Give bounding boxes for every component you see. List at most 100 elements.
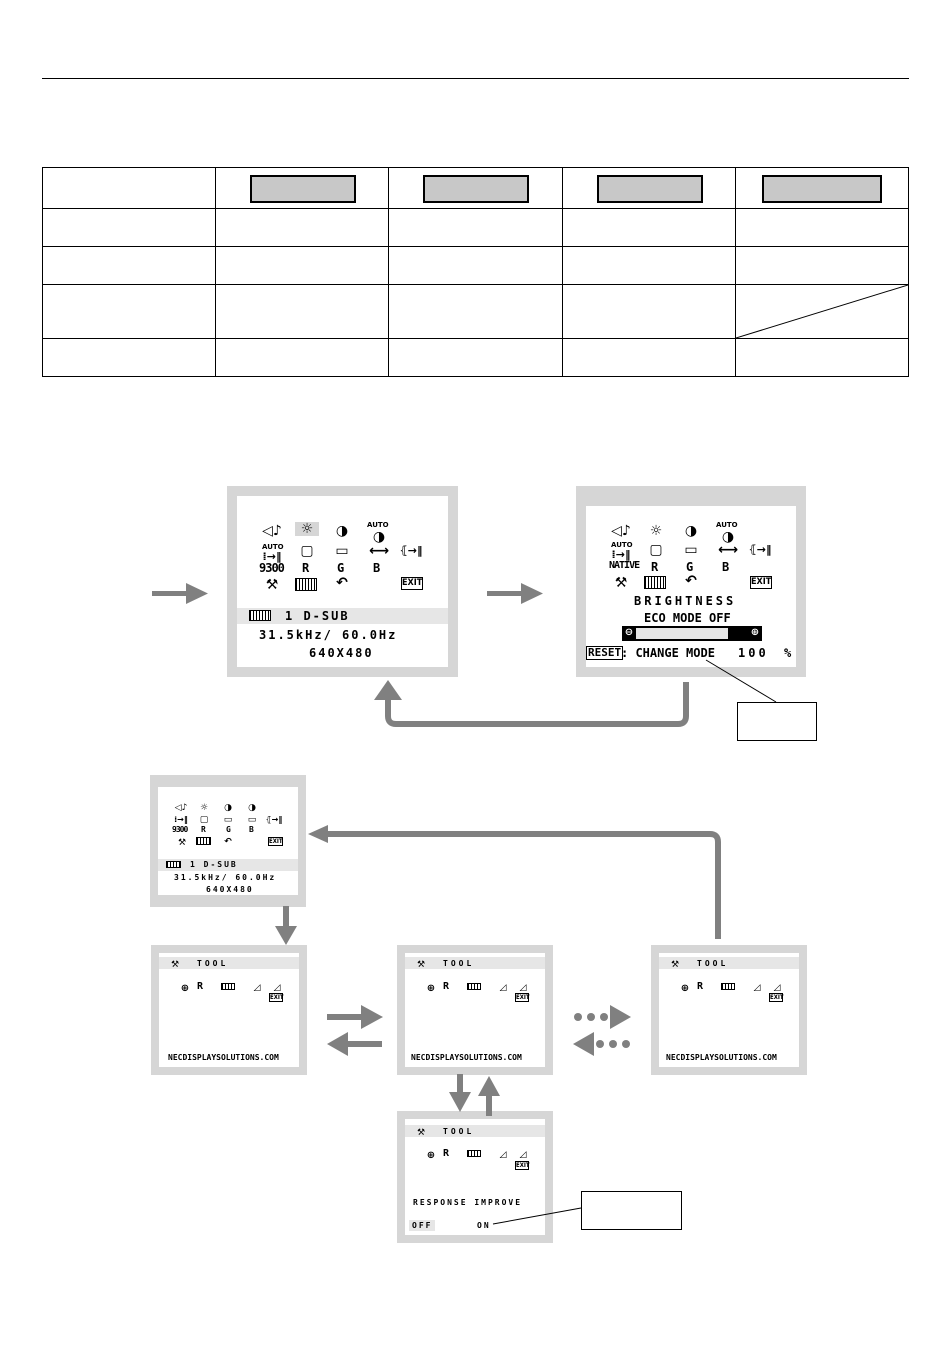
response-improve-label: RESPONSE IMPROVE	[413, 1198, 523, 1207]
reset-icon: ↶	[224, 837, 232, 847]
auto-adjust-icon: ⁞→‖	[174, 815, 188, 824]
arrow-right-head	[521, 583, 543, 604]
arrow-right	[152, 591, 188, 596]
frequency-label: 31.5kHz/ 60.0Hz	[174, 873, 277, 882]
zoom-icon: ⊕	[426, 1150, 436, 1161]
info2-icon: ◿	[519, 983, 527, 993]
resolution-label: 640X480	[309, 646, 374, 660]
auto-contrast-icon: ◑	[248, 803, 256, 813]
info-icon: ◿	[499, 983, 507, 993]
color-preset-label: NATIVE	[609, 560, 640, 571]
callout-box	[581, 1191, 682, 1230]
osd-button-image	[250, 175, 356, 203]
tool-title: TOOL	[443, 1127, 475, 1136]
blue-label: B	[373, 561, 381, 575]
brightness-title: BRIGHTNESS	[634, 594, 737, 608]
tool-icon: ⚒	[177, 838, 187, 848]
fine-icon: ⦃→‖	[399, 544, 423, 557]
input-icon	[249, 610, 271, 621]
blue-label: B	[249, 825, 254, 834]
tool-title-bar	[159, 957, 299, 969]
osd-tool-menu: ⚒ TOOL ⊕ R ◿ ◿ EXIT NECDISPLAYSOLUTIONS.…	[397, 945, 553, 1075]
change-mode-label: : CHANGE MODE	[621, 646, 715, 660]
tool-footer: NECDISPLAYSOLUTIONS.COM	[666, 1053, 777, 1062]
table-cell	[388, 167, 563, 209]
arrow-right	[327, 1014, 363, 1020]
osd-button-image	[762, 175, 882, 203]
osd-button-image	[423, 175, 529, 203]
off-option[interactable]: OFF	[412, 1221, 433, 1230]
tool-footer: NECDISPLAYSOLUTIONS.COM	[411, 1053, 522, 1062]
table-row	[42, 246, 909, 285]
brightness-slider[interactable]: ⊖ ⊕	[622, 626, 762, 641]
green-label: G	[686, 560, 694, 574]
arrow-down	[457, 1074, 463, 1094]
tool-icon: ⚒	[670, 960, 680, 970]
arrow-down-head	[449, 1092, 471, 1112]
info2-icon: ◿	[773, 983, 781, 993]
arrow-up-head	[478, 1076, 500, 1096]
arrow-right-head	[610, 1005, 631, 1029]
exit-icon: EXIT	[769, 993, 784, 1002]
contrast-icon: ◑	[224, 803, 232, 813]
frequency-label: 31.5kHz/ 60.0Hz	[259, 628, 398, 642]
plus-icon: ⊕	[750, 627, 760, 638]
osd-button-image	[597, 175, 703, 203]
red-label: R	[651, 560, 659, 574]
info-icon: ◿	[499, 1150, 507, 1160]
color-preset-label: 9300	[172, 825, 188, 834]
exit-icon: EXIT	[269, 993, 284, 1002]
volume-icon: ◁♪	[174, 803, 188, 813]
table-cell	[735, 167, 909, 209]
exit-icon: EXIT	[750, 576, 772, 589]
arrow-left-head	[308, 825, 328, 843]
down-up-icon: ▭	[335, 543, 349, 559]
arrow-right-head	[361, 1005, 383, 1029]
down-up-icon: ▭	[223, 815, 233, 825]
exit-icon: EXIT	[515, 993, 530, 1002]
h-size-icon: ⟷	[368, 543, 390, 559]
h-size-icon: ▭	[247, 815, 257, 825]
off-timer-icon	[721, 983, 735, 990]
table-cell	[215, 167, 389, 209]
brightness-slider-fill	[636, 628, 728, 639]
blue-label: B	[722, 560, 730, 574]
reset-item-icon: R	[443, 1148, 450, 1159]
brightness-icon: ☼	[295, 522, 319, 536]
arrow-down-head	[275, 926, 297, 945]
green-label: G	[226, 825, 231, 834]
settings-table	[42, 167, 909, 377]
tool-title-bar	[405, 1125, 545, 1137]
info-icon: ◿	[253, 983, 261, 993]
green-label: G	[337, 561, 345, 575]
tool-icon: ⚒	[416, 960, 426, 970]
arrow-left-head	[573, 1032, 594, 1056]
brightness-unit: %	[784, 646, 792, 660]
left-right-icon: ▢	[300, 543, 314, 559]
fine-icon: ⦃→‖	[748, 543, 772, 556]
zoom-icon: ⊕	[680, 983, 690, 994]
left-right-icon: ▢	[649, 542, 663, 558]
input-label: 1 D-SUB	[190, 860, 238, 869]
off-option-bg	[409, 1220, 435, 1231]
tool-footer: NECDISPLAYSOLUTIONS.COM	[168, 1053, 279, 1062]
color-preset-label: 9300	[259, 561, 285, 575]
auto-adjust-icon: AUTO	[262, 543, 284, 551]
brightness-value: 100	[738, 646, 769, 660]
table-cell	[562, 167, 736, 209]
arrow-down	[283, 906, 289, 928]
osd-tool-menu: ⚒ TOOL ⊕ R ◿ ◿ EXIT NECDISPLAYSOLUTIONS.…	[151, 945, 307, 1075]
resolution-label: 640X480	[206, 885, 254, 894]
table-row	[42, 208, 909, 247]
red-label: R	[201, 825, 206, 834]
off-timer-icon	[467, 983, 481, 990]
off-timer-icon	[467, 1150, 481, 1157]
volume-icon: ◁♪	[611, 523, 631, 539]
on-option[interactable]: ON	[477, 1221, 491, 1230]
language-icon	[644, 576, 666, 589]
return-path	[326, 831, 721, 939]
brightness-icon: ☼	[199, 803, 209, 813]
diagonal-line	[736, 285, 908, 338]
arrow-right-head	[186, 583, 208, 604]
tool-title: TOOL	[443, 959, 475, 968]
